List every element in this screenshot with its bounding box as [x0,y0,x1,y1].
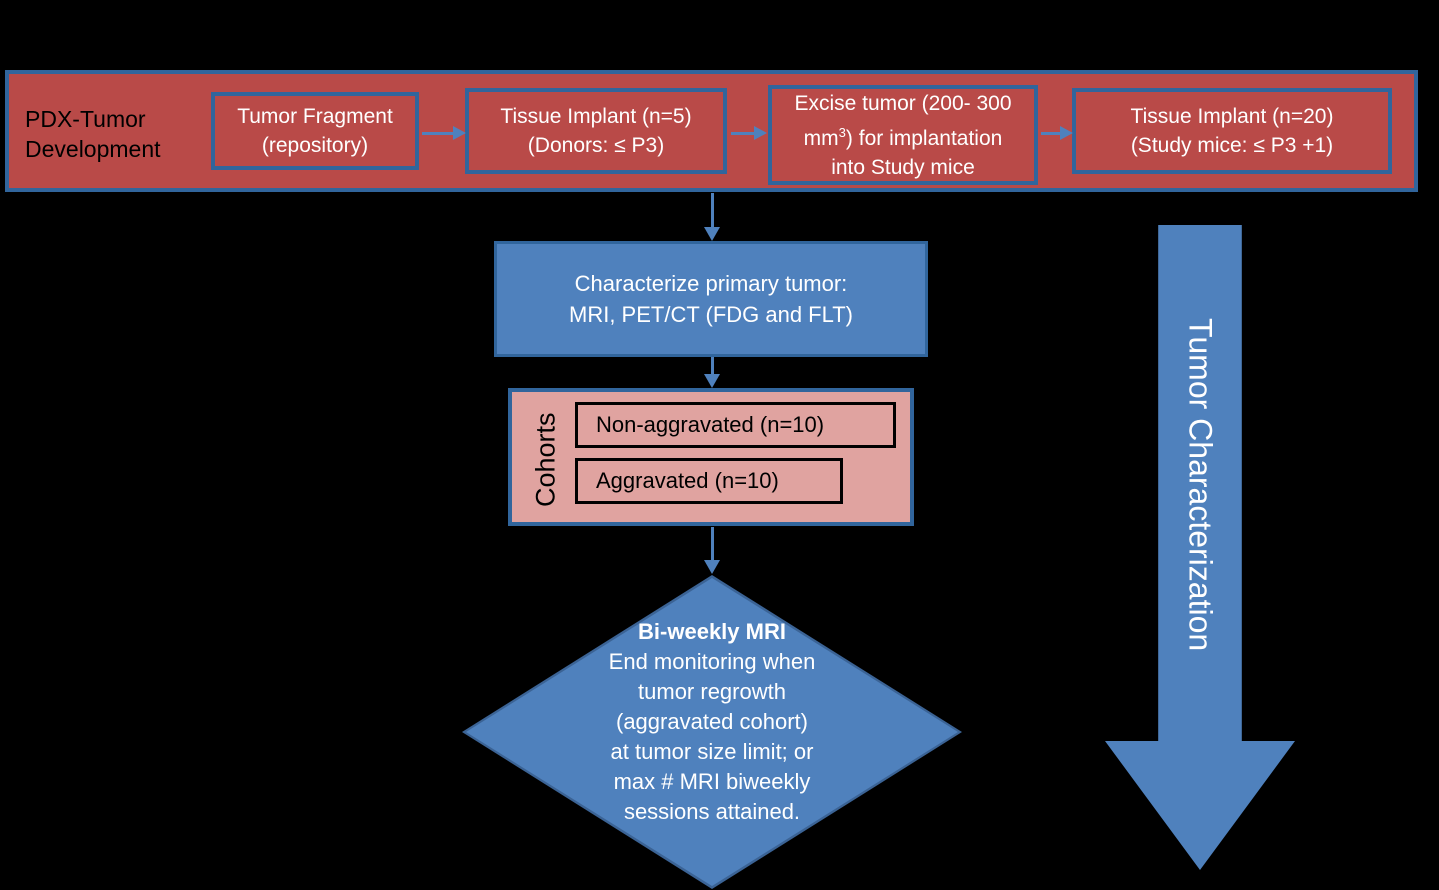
pdx-band-label-line2: Development [25,136,161,162]
arrow-characterize-to-cohorts-icon [704,357,720,388]
arrow-donors-to-excise-icon [731,126,767,140]
pdx-band-label-line1: PDX-Tumor [25,106,146,132]
tissue-implant-study-line2: (Study mice: ≤ P3 +1) [1130,134,1334,157]
excise-tumor-line2-pre: mm [803,126,839,150]
stage-box-tumor-fragment[interactable]: Tumor Fragment (repository) [211,92,419,170]
tumor-fragment-line2: (repository) [261,134,369,157]
decision-diamond[interactable]: Bi-weekly MRI End monitoring when tumor … [462,575,962,889]
cohorts-box: Cohorts Non-aggravated (n=10) Aggravated… [508,388,914,526]
cohorts-vertical-label: Cohorts [530,412,561,508]
cohort-item-non-aggravated[interactable]: Non-aggravated (n=10) [575,402,896,448]
arrow-fragment-to-donors-icon [422,126,466,140]
stage-box-tissue-implant-donors[interactable]: Tissue Implant (n=5) (Donors: ≤ P3) [465,88,727,174]
stage-box-excise-tumor[interactable]: Excise tumor (200- 300 mm3) for implanta… [768,85,1038,185]
tissue-implant-donors-line2: (Donors: ≤ P3) [527,134,665,157]
excise-tumor-line2-post: ) for implantation [845,126,1003,150]
excise-tumor-superscript: 3 [838,124,846,140]
decision-line-5: max # MRI biweekly [613,769,811,794]
excise-tumor-line1: Excise tumor (200- 300 [794,91,1012,115]
tumor-fragment-line1: Tumor Fragment [237,105,393,128]
cohort-item-aggravated[interactable]: Aggravated (n=10) [575,458,843,504]
pdx-band-label: PDX-Tumor Development [25,104,215,164]
tissue-implant-donors-line1: Tissue Implant (n=5) [500,105,692,128]
decision-line-1: End monitoring when [608,649,816,674]
characterize-line1: Characterize primary tumor: [574,271,848,296]
cohort-aggravated-label: Aggravated (n=10) [596,468,779,493]
decision-line-6: sessions attained. [623,799,801,824]
characterize-line2: MRI, PET/CT (FDG and FLT) [569,302,853,327]
arrow-band-to-characterize-icon [704,193,720,241]
tumor-characterization-label: Tumor Characterization [1182,318,1219,652]
decision-heading: Bi-weekly MRI [638,619,786,644]
tissue-implant-study-line1: Tissue Implant (n=20) [1130,105,1334,128]
cohort-non-aggravated-label: Non-aggravated (n=10) [596,412,825,437]
characterize-primary-tumor-box[interactable]: Characterize primary tumor: MRI, PET/CT … [494,241,928,357]
excise-tumor-line3: into Study mice [831,155,975,179]
decision-line-2: tumor regrowth [638,679,786,704]
excise-tumor-line2: mm3) for implantation [778,118,1028,153]
decision-diamond-text: Bi-weekly MRI End monitoring when tumor … [462,617,962,827]
tumor-characterization-arrow: Tumor Characterization [1105,225,1295,870]
arrow-excise-to-study-icon [1041,126,1073,140]
decision-line-4: at tumor size limit; or [610,739,814,764]
decision-line-3: (aggravated cohort) [616,709,808,734]
stage-box-tissue-implant-study[interactable]: Tissue Implant (n=20) (Study mice: ≤ P3 … [1072,88,1392,174]
arrow-cohorts-to-decision-icon [704,527,720,574]
